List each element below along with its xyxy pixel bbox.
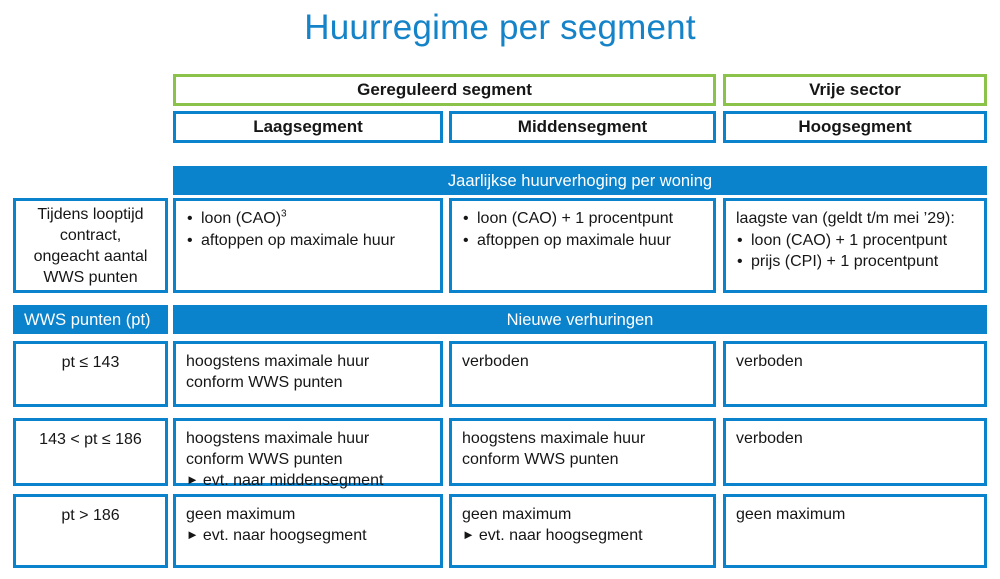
cell-rental-1-hoogsegment: verboden xyxy=(723,341,987,407)
header-laagsegment-label: Laagsegment xyxy=(253,117,363,136)
cell-line: geen maximum xyxy=(736,506,846,523)
header-vrije-sector: Vrije sector xyxy=(723,74,987,106)
arrow-right-icon: ► xyxy=(462,527,475,542)
header-laagsegment: Laagsegment xyxy=(173,111,443,143)
band-wws-punten: WWS punten (pt) xyxy=(13,305,168,334)
header-middensegment: Middensegment xyxy=(449,111,716,143)
band-nieuwe-verhuringen: Nieuwe verhuringen xyxy=(173,305,987,334)
cell-line: hoogstens maximale huur xyxy=(186,353,370,370)
cell-annual-laagsegment: loon (CAO)3 aftoppen op maximale huur xyxy=(173,198,443,293)
cell-line: geen maximum xyxy=(462,506,572,523)
footnote-marker: 3 xyxy=(281,208,287,220)
band-jaarlijkse-huurverhoging: Jaarlijkse huurverhoging per woning xyxy=(173,166,987,195)
band-nieuwe-verhuringen-label: Nieuwe verhuringen xyxy=(506,310,654,329)
cell-annual-hoogsegment-list: laagste van (geldt t/m mei ’29): loon (C… xyxy=(736,208,974,273)
cell-line: verboden xyxy=(736,430,803,447)
cell-rental-3-laagsegment: geen maximum ►evt. naar hoogsegment xyxy=(173,494,443,568)
row-label-tijdens-looptijd: Tijdens looptijd contract, ongeacht aant… xyxy=(13,198,168,293)
cell-rental-3-hoogsegment: geen maximum xyxy=(723,494,987,568)
cell-line: conform WWS punten xyxy=(462,451,619,468)
cell-line: verboden xyxy=(462,353,529,370)
cell-rental-1-laagsegment: hoogstens maximale huur conform WWS punt… xyxy=(173,341,443,407)
cell-line: geen maximum xyxy=(186,506,296,523)
cell-arrow-line: ►evt. naar hoogsegment xyxy=(186,525,430,547)
header-middensegment-label: Middensegment xyxy=(517,117,648,136)
bullet-text: loon (CAO) xyxy=(201,210,282,227)
list-item: prijs (CPI) + 1 procentpunt xyxy=(736,251,974,273)
cell-arrow-text: evt. naar middensegment xyxy=(202,472,384,489)
cell-rental-1-middensegment: verboden xyxy=(449,341,716,407)
cell-arrow-text: evt. naar hoogsegment xyxy=(478,527,643,544)
header-gereguleerd-segment: Gereguleerd segment xyxy=(173,74,716,106)
row-label-tijdens-looptijd-text: Tijdens looptijd contract, ongeacht aant… xyxy=(33,205,148,286)
band-jaarlijkse-huurverhoging-label: Jaarlijkse huurverhoging per woning xyxy=(447,171,713,190)
row-points-1: pt ≤ 143 xyxy=(13,341,168,407)
cell-annual-laagsegment-list: loon (CAO)3 aftoppen op maximale huur xyxy=(186,208,430,251)
cell-annual-middensegment: loon (CAO) + 1 procentpunt aftoppen op m… xyxy=(449,198,716,293)
cell-arrow-line: ►evt. naar middensegment xyxy=(186,470,430,492)
list-item: loon (CAO)3 xyxy=(186,208,430,230)
cell-annual-hoogsegment: laagste van (geldt t/m mei ’29): loon (C… xyxy=(723,198,987,293)
cell-arrow-text: evt. naar hoogsegment xyxy=(202,527,367,544)
header-hoogsegment-label: Hoogsegment xyxy=(798,117,912,136)
cell-rental-2-hoogsegment: verboden xyxy=(723,418,987,486)
page-title: Huurregime per segment xyxy=(304,8,696,47)
row-points-3: pt > 186 xyxy=(13,494,168,568)
cell-line: hoogstens maximale huur xyxy=(186,430,370,447)
header-hoogsegment: Hoogsegment xyxy=(723,111,987,143)
row-points-2-text: 143 < pt ≤ 186 xyxy=(39,431,142,448)
list-item: aftoppen op maximale huur xyxy=(462,230,703,252)
cell-rental-2-middensegment: hoogstens maximale huur conform WWS punt… xyxy=(449,418,716,486)
row-points-1-text: pt ≤ 143 xyxy=(61,354,120,371)
cell-line: conform WWS punten xyxy=(186,374,343,391)
cell-line: conform WWS punten xyxy=(186,451,343,468)
header-vrije-sector-label: Vrije sector xyxy=(809,80,901,99)
header-gereguleerd-segment-label: Gereguleerd segment xyxy=(357,80,532,99)
cell-rental-3-middensegment: geen maximum ►evt. naar hoogsegment xyxy=(449,494,716,568)
list-intro: laagste van (geldt t/m mei ’29): xyxy=(736,210,955,227)
cell-rental-2-laagsegment: hoogstens maximale huur conform WWS punt… xyxy=(173,418,443,489)
row-points-3-text: pt > 186 xyxy=(61,507,120,524)
row-points-2: 143 < pt ≤ 186 xyxy=(13,418,168,486)
cell-line: hoogstens maximale huur xyxy=(462,430,646,447)
arrow-right-icon: ► xyxy=(186,527,199,542)
arrow-right-icon: ► xyxy=(186,472,199,487)
cell-annual-middensegment-list: loon (CAO) + 1 procentpunt aftoppen op m… xyxy=(462,208,703,251)
list-item: loon (CAO) + 1 procentpunt xyxy=(736,230,974,252)
cell-arrow-line: ►evt. naar hoogsegment xyxy=(462,525,703,547)
list-item: aftoppen op maximale huur xyxy=(186,230,430,252)
cell-line: verboden xyxy=(736,353,803,370)
band-wws-punten-label: WWS punten (pt) xyxy=(24,310,151,329)
list-item: loon (CAO) + 1 procentpunt xyxy=(462,208,703,230)
